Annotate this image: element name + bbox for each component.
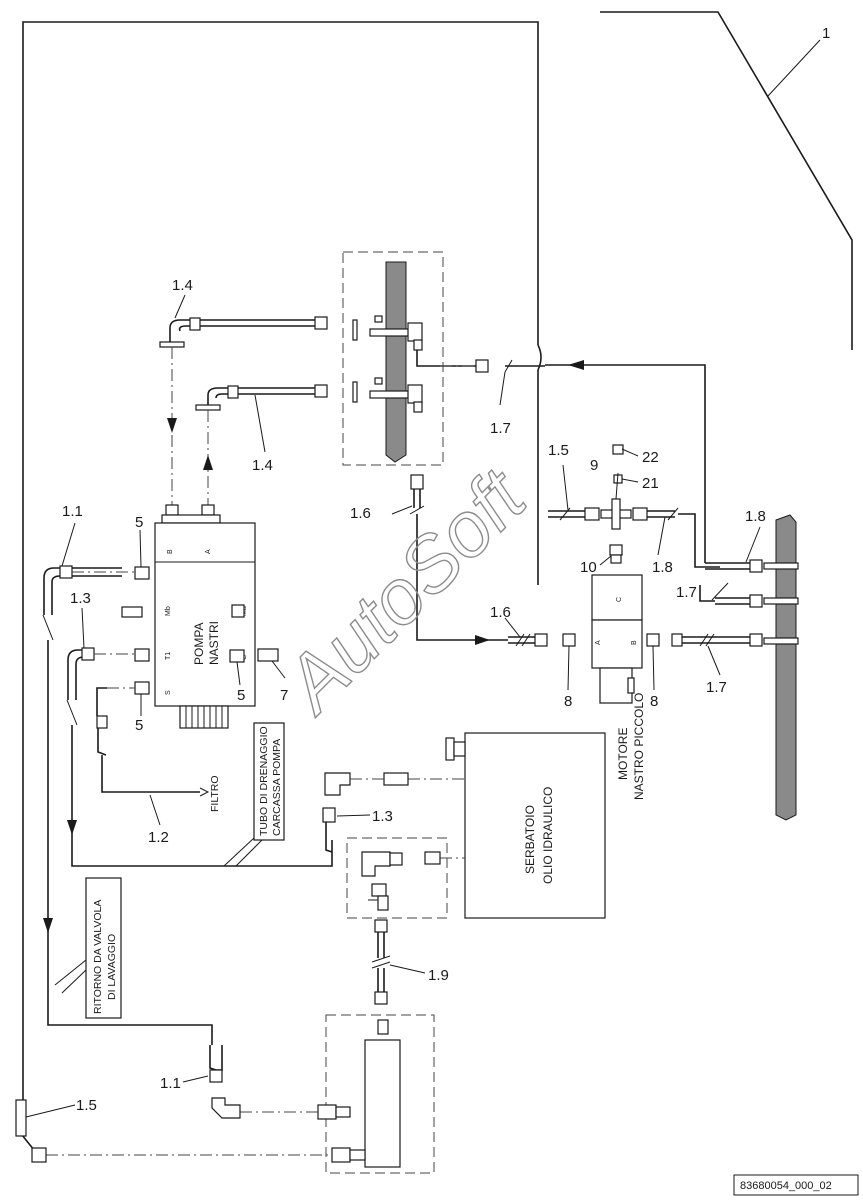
pump-port-b: B	[167, 549, 174, 554]
tank-label-line1: SERBATOIO	[523, 805, 537, 874]
callout-5-bottom: 5	[135, 717, 143, 734]
motor-port-a: A	[595, 640, 602, 645]
return-label-line2: DI LAVAGGIO	[106, 934, 118, 1000]
callout-1-7-lower: 1.7	[706, 679, 727, 696]
hose-1-1-left	[42, 565, 135, 641]
callout-1-7-upper: 1.7	[490, 420, 511, 437]
leader-lines	[25, 294, 761, 1118]
pump-port-mb: Mb	[165, 606, 172, 616]
return-label-line1: RITORNO DA VALVOLA	[92, 900, 104, 1014]
hose-1-7-upper	[475, 359, 513, 373]
callout-1-3-tank: 1.3	[372, 808, 393, 825]
watermark: AutoSoft	[265, 451, 544, 730]
pump-label-line1: POMPA	[192, 623, 206, 665]
callout-1: 1	[822, 25, 830, 42]
callout-1-5-right: 1.5	[548, 442, 569, 459]
tank-label-line2: OLIO IDRAULICO	[541, 787, 555, 884]
pump-port-t1: T1	[165, 652, 172, 660]
pump-fittings	[121, 566, 279, 695]
valve-block	[342, 251, 444, 466]
callout-1-1-upper: 1.1	[62, 503, 83, 520]
motor-port-c: C	[616, 597, 623, 602]
callout-1-8-mid: 1.8	[652, 559, 673, 576]
callout-1-6-lower: 1.6	[490, 604, 511, 621]
callout-1-4-upper: 1.4	[172, 277, 193, 294]
pump-port-a: A	[205, 549, 212, 554]
callout-5-right: 5	[237, 687, 245, 704]
callout-1-3-left: 1.3	[70, 590, 91, 607]
callout-1-6-upper: 1.6	[350, 505, 371, 522]
motor: C A B MOTORE NASTRO PICCOLO	[562, 544, 660, 800]
callout-5-top: 5	[135, 514, 143, 531]
cross-fitting	[548, 444, 720, 568]
drain-label-line1: TUBO DI DRENAGGIO	[258, 726, 270, 836]
callouts: 1 1.4 1.4 1.7 1.6 1.5 9 22 21 10 1.8 1.8…	[62, 25, 830, 1114]
motor-label-line2: NASTRO PICCOLO	[632, 693, 646, 800]
hose-1-9	[371, 919, 391, 1005]
pump-feed-lines	[167, 347, 213, 505]
pump-label-line2: NASTRI	[207, 621, 221, 665]
right-bar	[671, 514, 799, 821]
filter-label: FILTRO	[209, 775, 221, 812]
callout-9: 9	[590, 457, 598, 474]
return-line-1-1	[43, 640, 223, 1083]
callout-8-left: 8	[564, 693, 572, 710]
callout-1-9: 1.9	[428, 967, 449, 984]
frame-corner	[600, 11, 853, 350]
callout-1-5-lower: 1.5	[76, 1097, 97, 1114]
hydraulic-tank: SERBATOIO OLIO IDRAULICO	[322, 732, 606, 919]
drain-label-line2: CARCASSA POMPA	[271, 739, 283, 836]
drawing-code-box: 83680054_000_02	[733, 1174, 859, 1196]
callout-21: 21	[642, 475, 659, 492]
hose-1-4-lower	[195, 384, 328, 411]
motor-port-b: B	[631, 640, 638, 645]
callout-10: 10	[580, 559, 597, 576]
callout-1-4-lower: 1.4	[252, 457, 273, 474]
callout-1-1-lower: 1.1	[160, 1075, 181, 1092]
motor-label-line1: MOTORE	[616, 728, 630, 780]
hose-1-5-bottom	[15, 1099, 47, 1163]
callout-1-7-right: 1.7	[676, 584, 697, 601]
hose-1-2-filter: FILTRO	[96, 687, 221, 812]
pump-port-s: S	[165, 690, 172, 695]
bottom-manifold	[46, 1014, 435, 1174]
callout-8-right: 8	[650, 693, 658, 710]
fitting-box-tank	[346, 837, 448, 919]
hose-1-4-upper	[159, 316, 328, 348]
callout-22: 22	[642, 449, 659, 466]
drawing-code: 83680054_000_02	[740, 1180, 832, 1192]
callout-7: 7	[280, 687, 288, 704]
drain-tube-annotation: TUBO DI DRENAGGIO CARCASSA POMPA	[223, 722, 285, 867]
hose-1-3-left	[66, 647, 333, 867]
callout-1-2: 1.2	[148, 829, 169, 846]
line-1-6	[409, 474, 548, 647]
return-line-top	[416, 343, 706, 563]
callout-1-8-right: 1.8	[745, 508, 766, 525]
return-valve-annotation: RITORNO DA VALVOLA DI LAVAGGIO	[54, 877, 122, 1019]
